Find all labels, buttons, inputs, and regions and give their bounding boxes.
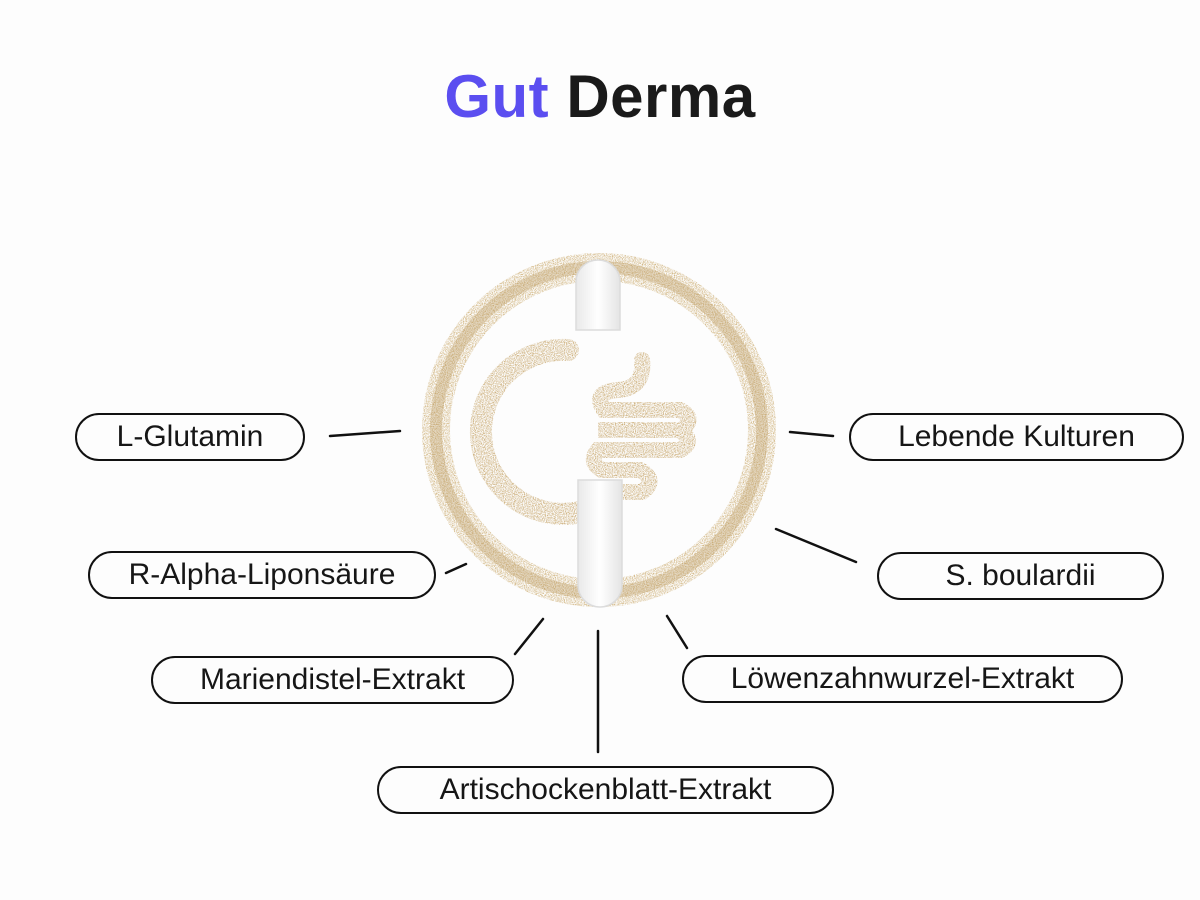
- connector-lines: [328, 429, 858, 754]
- ingredient-pill-loewenzahnwurzel-extrakt: Löwenzahnwurzel-Extrakt: [682, 655, 1123, 703]
- ingredient-pill-l-glutamin: L-Glutamin: [75, 413, 305, 461]
- ingredient-pill-mariendistel-extrakt: Mariendistel-Extrakt: [151, 656, 514, 704]
- connector-loewenzahn: [665, 614, 689, 650]
- ingredient-pill-s-boulardii: S. boulardii: [877, 552, 1164, 600]
- connector-l-glutamin: [328, 429, 402, 438]
- capsule-icon: [575, 259, 623, 608]
- ingredient-pill-artischockenblatt-extrakt: Artischockenblatt-Extrakt: [377, 766, 834, 814]
- connector-mariendistel: [513, 617, 545, 656]
- gut-powder-icon: [469, 338, 697, 525]
- connector-s-boulardii: [774, 527, 858, 564]
- ingredient-pill-r-alpha-liponsaeure: R-Alpha-Liponsäure: [88, 551, 436, 599]
- ingredient-pill-lebende-kulturen: Lebende Kulturen: [849, 413, 1184, 461]
- page-title: Gut Derma: [0, 62, 1200, 131]
- connector-r-alpha: [444, 562, 468, 575]
- title-word-derma: Derma: [566, 63, 756, 130]
- connector-lebende-kulturen: [788, 430, 835, 438]
- title-word-gut: Gut: [444, 63, 550, 130]
